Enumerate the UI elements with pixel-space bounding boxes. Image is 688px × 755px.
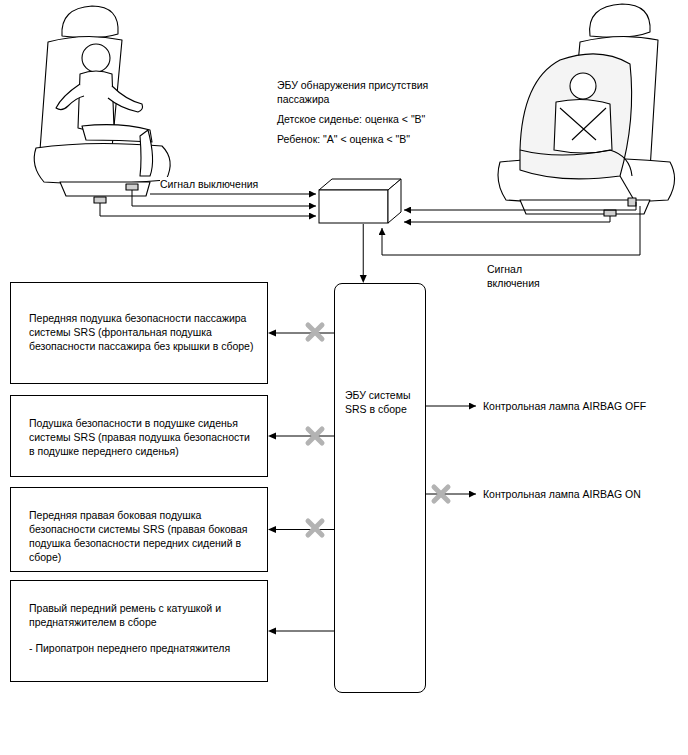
airbag-box: Передняя правая боковая подушка безопасн… — [10, 487, 268, 572]
connector-arrow — [268, 433, 334, 440]
node-label: Передняя подушка безопасности пассажира … — [29, 311, 255, 353]
seat-with-child — [34, 6, 170, 203]
node-note: - Пиропатрон переднего преднатяжителя — [29, 641, 255, 655]
occupant-ecu: ЭБУ обнаружения присутствия пассажираДет… — [318, 178, 402, 224]
connector-arrow — [268, 628, 334, 635]
connector-arrow — [360, 224, 367, 283]
ecu-box-shape — [318, 178, 402, 224]
connector-arrow — [268, 526, 334, 533]
node-label: Подушка безопасности в подушке сиденья с… — [29, 416, 255, 458]
pretensioner-box: Правый передний ремень с катушкой и пред… — [10, 580, 268, 682]
connector-arrow — [268, 330, 334, 337]
node-note: Детское сиденье: оценка < "B" — [277, 112, 467, 126]
node-label: ЭБУ системы SRS в сборе — [345, 388, 415, 416]
node-label: Правый передний ремень с катушкой и пред… — [29, 601, 255, 629]
node-label: Передняя правая боковая подушка безопасн… — [29, 508, 255, 564]
airbag-box: Подушка безопасности в подушке сиденья с… — [10, 395, 268, 477]
node-heading: ЭБУ обнаружения присутствия пассажира — [277, 78, 467, 106]
node-note: Ребенок: "A" < оценка < "B" — [277, 132, 467, 146]
signal-label: Сигнал включения — [487, 262, 557, 290]
srs-ecu: ЭБУ системы SRS в сборе — [334, 283, 426, 693]
airbag-box: Передняя подушка безопасности пассажира … — [10, 282, 268, 384]
lamp-label: Контрольная лампа AIRBAG ON — [483, 487, 641, 501]
lamp-label: Контрольная лампа AIRBAG OFF — [483, 399, 646, 413]
seat-with-child-seat — [498, 4, 675, 216]
signal-label: Сигнал выключения — [160, 177, 258, 191]
